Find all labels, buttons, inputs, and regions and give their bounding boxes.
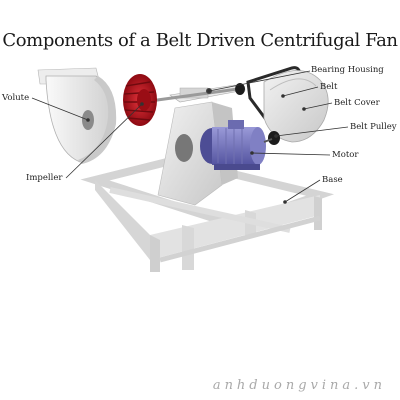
leader-volute: [31, 97, 89, 121]
leader-impeller: [65, 103, 143, 179]
label-bearing-housing: Bearing Housing: [311, 65, 384, 75]
impeller: [123, 74, 157, 126]
leader-bearing-housing: [208, 70, 311, 92]
label-volute: Volute: [2, 93, 30, 103]
pulley-small: [235, 83, 245, 95]
leader-lines: [31, 70, 349, 204]
label-belt-pulley: Belt Pulley: [350, 122, 397, 132]
label-belt: Belt: [320, 82, 338, 92]
leader-base: [284, 179, 321, 203]
leader-belt-pulley: [275, 126, 349, 137]
leader-motor: [251, 152, 331, 156]
label-motor: Motor: [332, 150, 359, 160]
leader-belt: [282, 86, 319, 97]
label-impeller: Impeller: [26, 173, 63, 183]
leader-belt-cover: [303, 102, 333, 110]
base-frame: [80, 155, 335, 272]
diagram-title: Components of a Belt Driven Centrifugal …: [2, 30, 398, 51]
label-belt-cover: Belt Cover: [334, 98, 380, 108]
watermark: anhduongvina.vn: [212, 378, 386, 393]
volute: [37, 67, 117, 164]
bearing-housing: [149, 84, 246, 103]
motor: [200, 120, 280, 170]
label-base: Base: [322, 175, 343, 185]
